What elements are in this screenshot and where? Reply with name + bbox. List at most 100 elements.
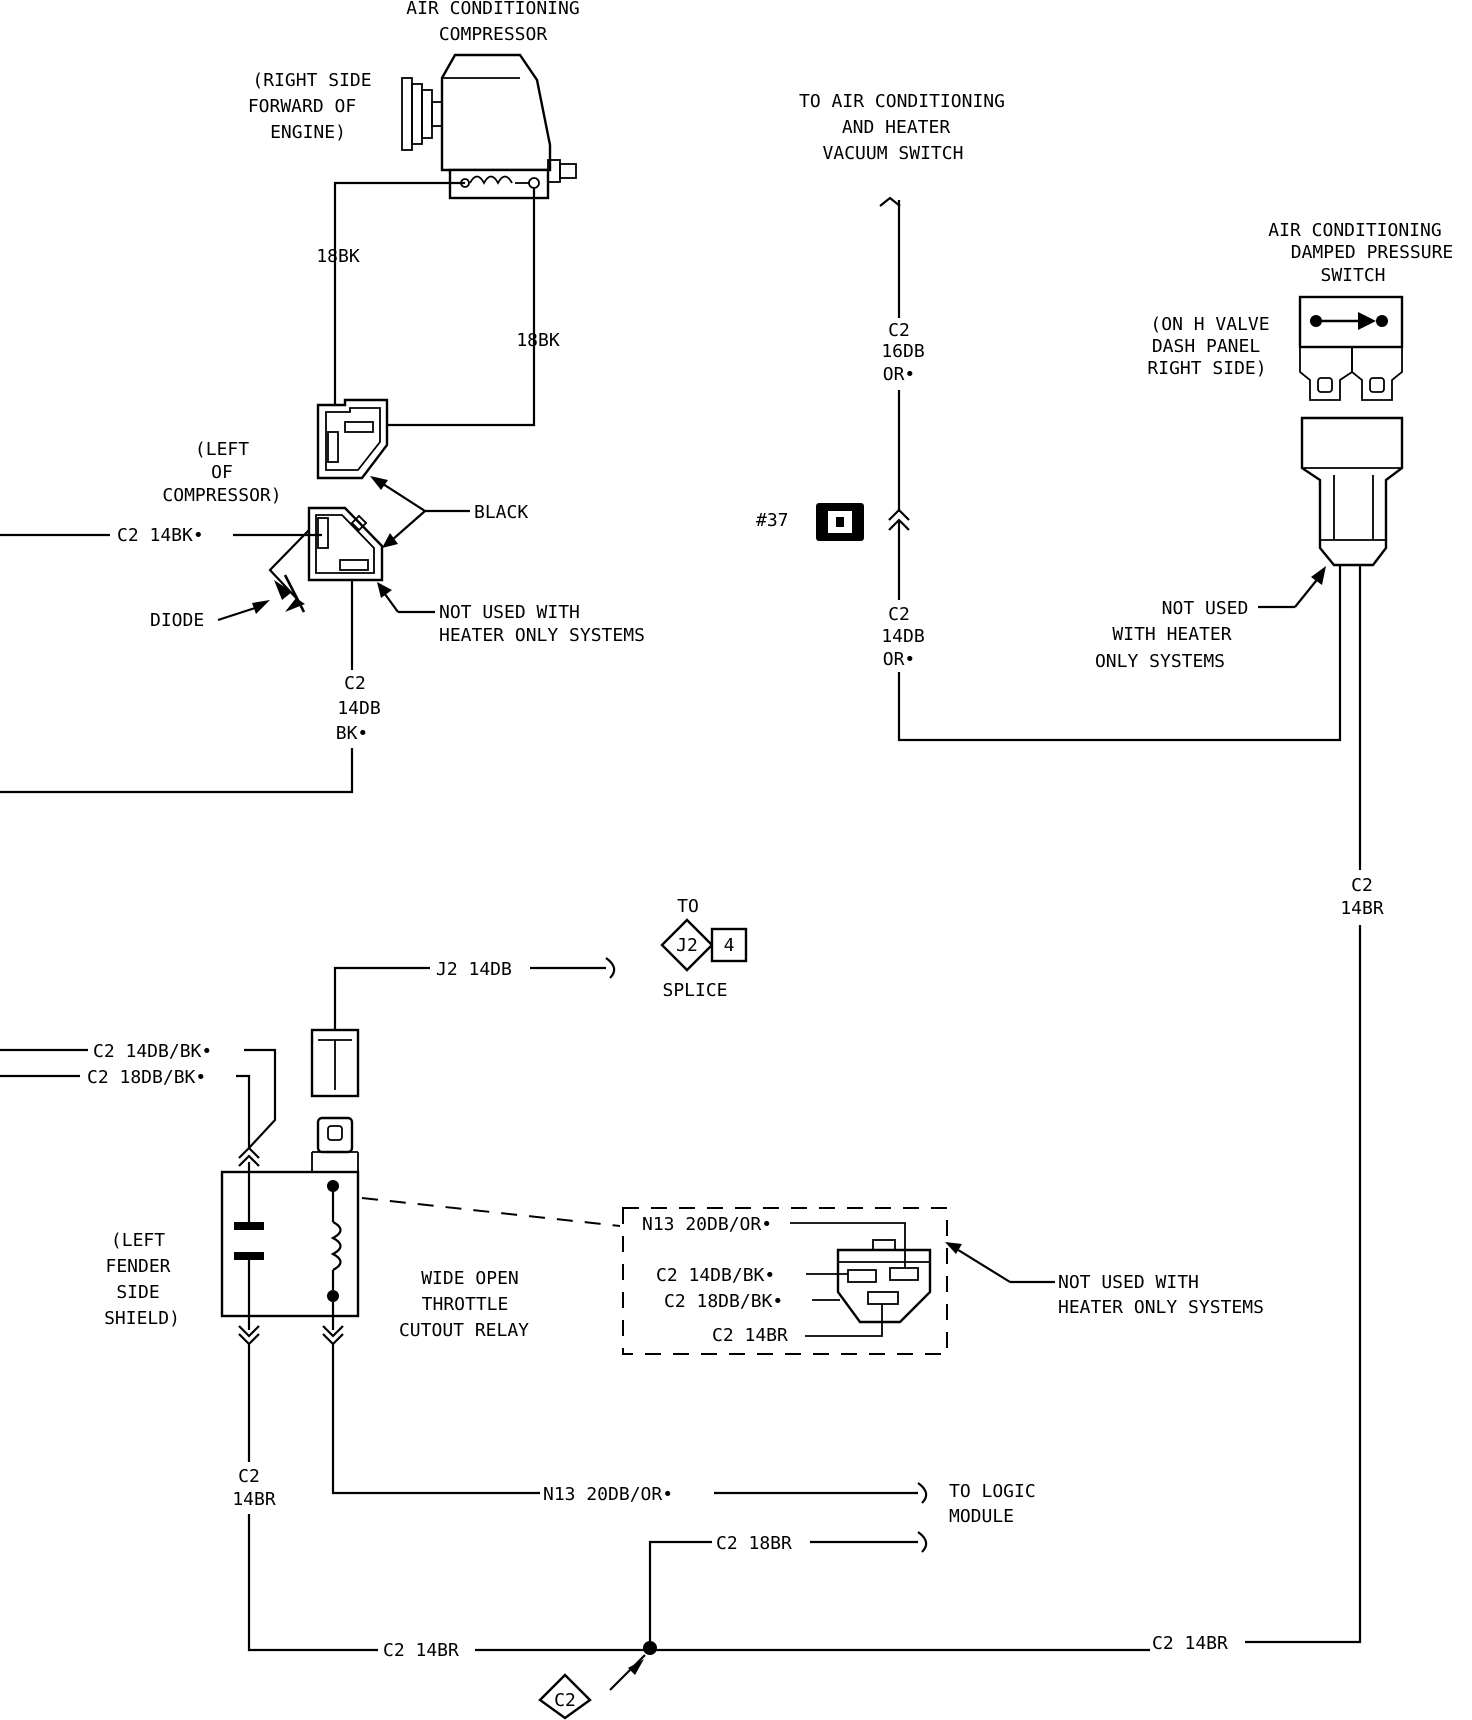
pressure-switch-not-used-line3: ONLY SYSTEMS <box>1095 651 1225 672</box>
compressor-location-line3: ENGINE) <box>270 122 346 143</box>
compressor-location-line1: (RIGHT SIDE <box>252 70 371 91</box>
wire-18bk-left <box>333 181 465 420</box>
relay-connector-n13: N13 20DB/OR• <box>642 1214 772 1235</box>
splice-junction-dot <box>643 1641 657 1655</box>
pressure-switch-not-used-line2: WITH HEATER <box>1112 624 1231 645</box>
connector-location-line2: OF <box>211 462 233 483</box>
logic-module-line1: TO LOGIC <box>949 1481 1036 1502</box>
pressure-switch-title-line1: AIR CONDITIONING <box>1268 220 1441 241</box>
wire-continuation-icon <box>917 1482 928 1504</box>
pressure-switch-title-line2: DAMPED PRESSURE <box>1291 242 1454 263</box>
wire-label-relay-left2: C2 18DB/BK• <box>87 1067 206 1088</box>
connector-not-used-line1: NOT USED WITH <box>439 602 580 623</box>
diode-label: DIODE <box>150 610 204 631</box>
relay-connector-14dbbk: C2 14DB/BK• <box>656 1265 775 1286</box>
ground-diamond-icon <box>538 1673 592 1720</box>
wire-continuation-icon <box>879 196 901 207</box>
wire-label-relay-down-a: C2 <box>238 1466 260 1487</box>
compressor-harness-connector-lower <box>307 506 384 582</box>
relay-location-line4: SHIELD) <box>104 1308 180 1329</box>
wire-label-c2-14db-bk-a: C2 <box>344 673 366 694</box>
splice-diamond-icon <box>660 918 714 972</box>
wire-label-c2-14bk: C2 14BK• <box>117 525 204 546</box>
vacuum-to-line3: VACUUM SWITCH <box>823 143 964 164</box>
compressor-connector-group: (LEFT OF COMPRESSOR) BLACK C2 14BK• <box>0 398 645 794</box>
wire-c2-14db-or <box>897 530 1342 742</box>
wire-label-c2-14db-or-a: C2 <box>888 604 910 625</box>
connector-reference-37: #37 <box>756 510 789 531</box>
connector-location-line3: COMPRESSOR) <box>162 485 281 506</box>
compressor-icon <box>401 53 577 200</box>
relay-name-line3: CUTOUT RELAY <box>399 1320 529 1341</box>
compressor-title-line2: COMPRESSOR <box>439 24 548 45</box>
pressure-switch-group: AIR CONDITIONING DAMPED PRESSURE SWITCH … <box>1095 220 1454 1644</box>
wire-label-c2-14br-bottom-right: C2 14BR <box>1152 1633 1228 1654</box>
wire-label-c2-14br-bottom-left: C2 14BR <box>383 1640 459 1661</box>
connector-location-line1: (LEFT <box>195 439 249 460</box>
wire-label-c2-14db-bk-b: 14DB <box>337 698 380 719</box>
connector-color-black: BLACK <box>474 502 528 523</box>
compressor-location-line2: FORWARD OF <box>248 96 356 117</box>
relay-pigtail-connector <box>310 1028 360 1172</box>
wire-label-bottom-n13: N13 20DB/OR• <box>543 1484 673 1505</box>
diode-icon <box>274 574 306 613</box>
relay-name-line1: WIDE OPEN <box>421 1268 519 1289</box>
wire-label-c2-14br-b: 14BR <box>1340 898 1384 919</box>
wire-c2-14br-right <box>1245 925 1362 1644</box>
relay-connector-not-used-line2: HEATER ONLY SYSTEMS <box>1058 1297 1264 1318</box>
splice-j2-label: J2 <box>676 935 698 956</box>
wire-label-c2-14db-or-b: 14DB <box>881 626 924 647</box>
splice-group: TO J2 4 SPLICE J2 14DB <box>333 896 748 1030</box>
relay-connector-group: N13 20DB/OR• C2 14DB/BK• C2 18DB/BK• C2 … <box>622 1207 1264 1355</box>
wire-continuation-icon <box>917 1531 928 1553</box>
wire-label-c2-16db-b: 16DB <box>881 341 924 362</box>
relay-harness-connector <box>836 1239 932 1324</box>
wire-c2-14br-left <box>247 1514 378 1652</box>
wire-label-relay-down-b: 14BR <box>232 1489 276 1510</box>
pressure-switch-not-used-line1: NOT USED <box>1162 598 1249 619</box>
compressor-title-line1: AIR CONDITIONING <box>406 0 579 19</box>
wire-18bk-right <box>378 188 536 427</box>
vacuum-to-line1: TO AIR CONDITIONING <box>799 91 1005 112</box>
wire-label-c2-16db-c: OR• <box>883 364 916 385</box>
pressure-switch-icon <box>1298 295 1404 401</box>
relay-connector-14br: C2 14BR <box>712 1325 788 1346</box>
relay-connector-18dbbk: C2 18DB/BK• <box>664 1291 783 1312</box>
wire-continuation-icon <box>605 957 616 979</box>
wire-label-c2-18br: C2 18BR <box>716 1533 792 1554</box>
pressure-switch-location-line3: RIGHT SIDE) <box>1147 358 1266 379</box>
connector-reference-icon <box>816 503 864 541</box>
vacuum-to-line2: AND HEATER <box>842 117 951 138</box>
ground-label: C2 <box>554 1690 576 1711</box>
wire-c2-14db-bk <box>0 748 354 794</box>
relay-name-line2: THROTTLE <box>422 1294 509 1315</box>
splice-number: 4 <box>724 935 735 956</box>
splice-label: SPLICE <box>662 980 727 1001</box>
compressor-group: AIR CONDITIONING COMPRESSOR (RIGHT SIDE … <box>248 0 580 427</box>
relay-group: C2 14DB/BK• C2 18DB/BK• (LEFT FENDER SID… <box>0 1028 621 1652</box>
relay-coil-icon <box>327 1180 342 1330</box>
relay-contacts-icon <box>234 1162 264 1330</box>
splice-to-label: TO <box>677 896 699 917</box>
optional-equipment-box <box>622 1207 948 1355</box>
relay-location-line1: (LEFT <box>111 1230 165 1251</box>
wire-label-j2-14db: J2 14DB <box>436 959 512 980</box>
pressure-switch-location-line2: DASH PANEL <box>1152 336 1261 357</box>
vacuum-switch-group: TO AIR CONDITIONING AND HEATER VACUUM SW… <box>756 91 1342 742</box>
wire-label-c2-14db-bk-c: BK• <box>336 723 369 744</box>
relay-location-line3: SIDE <box>116 1282 159 1303</box>
wire-label-relay-left1: C2 14DB/BK• <box>93 1041 212 1062</box>
wire-label-c2-14db-or-c: OR• <box>883 649 916 670</box>
wire-label-18bk-left: 18BK <box>316 246 360 267</box>
connector-not-used-line2: HEATER ONLY SYSTEMS <box>439 625 645 646</box>
pressure-switch-location-line1: (ON H VALVE <box>1150 314 1269 335</box>
relay-location-line2: FENDER <box>105 1256 170 1277</box>
relay-connector-not-used-line1: NOT USED WITH <box>1058 1272 1199 1293</box>
wire-label-c2-16db-a: C2 <box>888 320 910 341</box>
pressure-switch-harness-connector <box>1300 416 1404 567</box>
compressor-harness-connector-upper <box>316 398 389 480</box>
wire-label-c2-14br-a: C2 <box>1351 875 1373 896</box>
bottom-wiring-group: N13 20DB/OR• TO LOGIC MODULE C2 18BR C2 … <box>383 1481 1228 1720</box>
wire-label-18bk-right: 18BK <box>516 330 560 351</box>
